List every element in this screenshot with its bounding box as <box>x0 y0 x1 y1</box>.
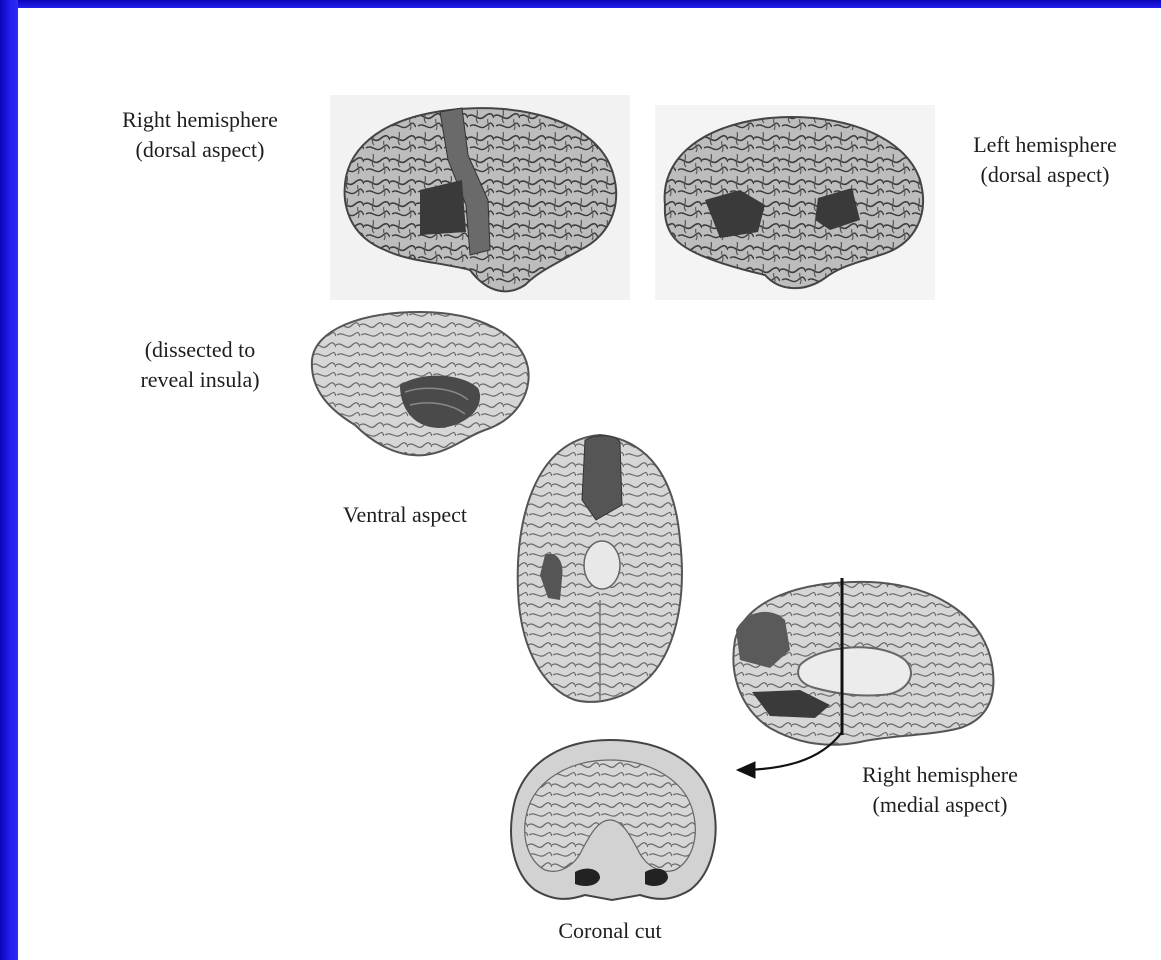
label-right-medial-line1: Right hemisphere <box>820 760 1060 790</box>
insula-dissection-image <box>312 312 529 455</box>
label-left-hemisphere-dorsal: Left hemisphere (dorsal aspect) <box>935 130 1155 190</box>
coronal-cut-image <box>511 740 716 900</box>
label-right-medial-line2: (medial aspect) <box>820 790 1060 820</box>
ventral-aspect-image <box>518 435 682 702</box>
label-ventral-text: Ventral aspect <box>300 500 510 530</box>
label-ventral-aspect: Ventral aspect <box>300 500 510 530</box>
label-left-dorsal-line2: (dorsal aspect) <box>935 160 1155 190</box>
right-hemisphere-dorsal-image <box>330 95 630 300</box>
label-coronal-cut: Coronal cut <box>535 916 685 946</box>
label-left-dorsal-line1: Left hemisphere <box>935 130 1155 160</box>
label-insula: (dissected to reveal insula) <box>110 335 290 395</box>
label-right-dorsal-line2: (dorsal aspect) <box>80 135 320 165</box>
label-right-hemisphere-dorsal: Right hemisphere (dorsal aspect) <box>80 105 320 165</box>
label-insula-line1: (dissected to <box>110 335 290 365</box>
right-hemisphere-medial-image <box>733 578 993 745</box>
label-insula-line2: reveal insula) <box>110 365 290 395</box>
label-right-hemisphere-medial: Right hemisphere (medial aspect) <box>820 760 1060 820</box>
label-right-dorsal-line1: Right hemisphere <box>80 105 320 135</box>
label-coronal-text: Coronal cut <box>535 916 685 946</box>
left-hemisphere-dorsal-image <box>655 105 935 300</box>
